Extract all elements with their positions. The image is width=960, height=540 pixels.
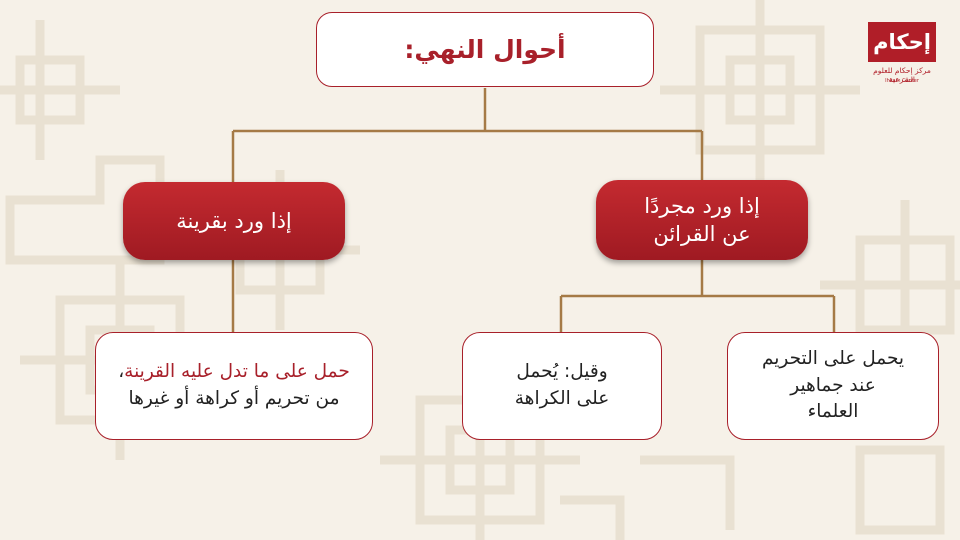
outcome-per-indicator: حمل على ما تدل عليه القرينة، من تحريم أو… <box>95 332 373 440</box>
outcome-disliked-line1: وقيل: يُحمل <box>516 361 608 383</box>
outcome-disliked: وقيل: يُحمل على الكراهة <box>462 332 662 440</box>
outcome-per-indicator-rest: ، من تحريم أو كراهة أو غيرها <box>118 361 340 409</box>
logo-word: إحكام <box>868 22 936 62</box>
diagram-title-text: أحوال النهي: <box>404 35 566 64</box>
outcome-per-indicator-highlight: حمل على ما تدل عليه القرينة <box>124 361 350 383</box>
outcome-prohibition: يحمل على التحريم عند جماهير العلماء <box>727 332 939 440</box>
diagram-title: أحوال النهي: <box>316 12 654 87</box>
outcome-prohibition-line3: العلماء <box>807 401 859 423</box>
outcome-disliked-line2: على الكراهة <box>514 388 610 409</box>
outcome-prohibition-line2: عند جماهير <box>790 374 876 396</box>
branch-without-indicator: إذا ورد مجردًا عن القرائن <box>596 180 808 260</box>
branch-with-indicator-label: إذا ورد بقرينة <box>176 208 292 233</box>
branch-with-indicator: إذا ورد بقرينة <box>123 182 345 260</box>
branch-without-indicator-line1: إذا ورد مجردًا <box>644 193 760 218</box>
branch-without-indicator-line2: عن القرائن <box>653 222 751 246</box>
ihkam-logo: إحكام مركز إحكام للعلوم الشرعية Ihkam Ce… <box>864 20 940 90</box>
logo-subtitle-small: Ihkam Center <box>885 78 919 84</box>
outcome-prohibition-line1: يحمل على التحريم <box>761 347 905 369</box>
logo-subtitle: مركز إحكام للعلوم الشرعية <box>873 66 931 84</box>
